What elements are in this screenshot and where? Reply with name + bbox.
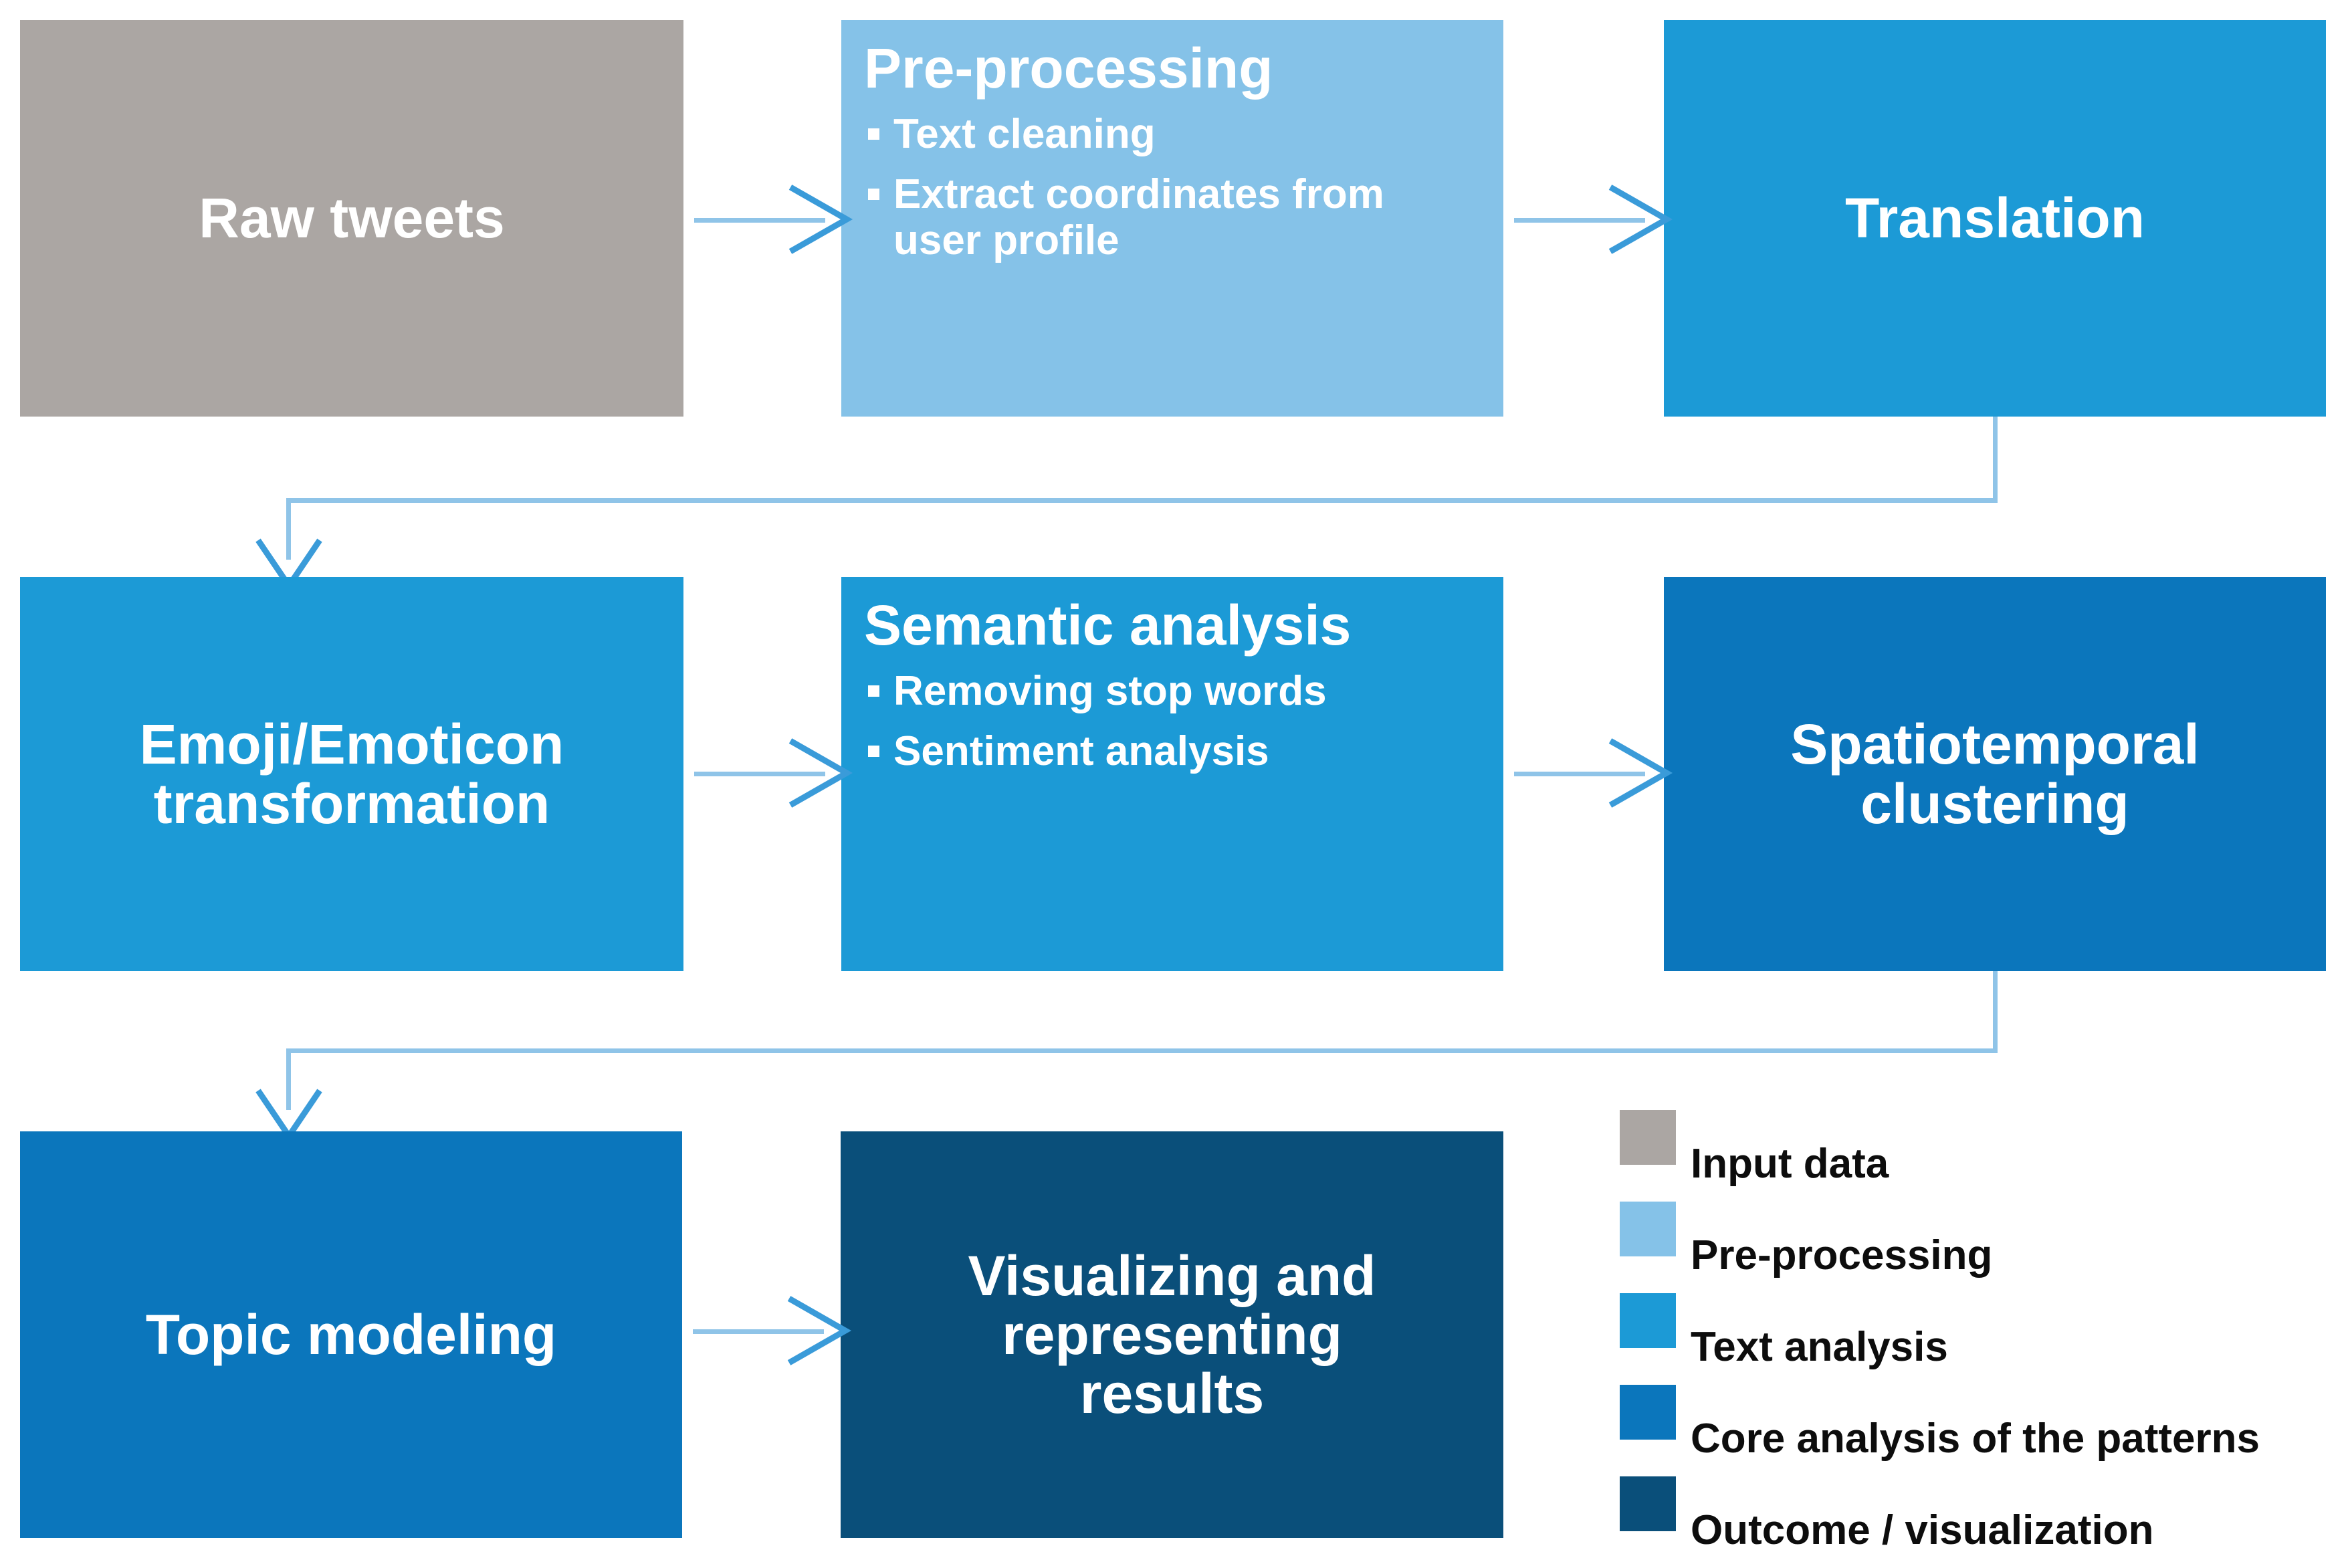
- node-spatiotemporal-clustering[interactable]: Spatiotemporal clustering: [1664, 577, 2326, 971]
- legend-label: Text analysis: [1691, 1324, 1948, 1370]
- list-item-label: Extract coordinates from user profile: [893, 171, 1384, 264]
- legend-label: Core analysis of the patterns: [1691, 1416, 2260, 1462]
- list-item-label: Sentiment analysis: [893, 727, 1269, 774]
- list-item: Sentiment analysis: [864, 728, 1481, 774]
- legend-swatch-core-analysis: [1620, 1385, 1676, 1440]
- square-bullet-icon: [868, 745, 879, 757]
- legend-label: Outcome / visualization: [1691, 1507, 2154, 1553]
- node-emoji-emoticon-transformation-label: Emoji/Emoticon transformation: [139, 713, 564, 835]
- node-translation-label: Translation: [1844, 187, 2145, 250]
- square-bullet-icon: [868, 128, 879, 140]
- square-bullet-icon: [868, 685, 879, 697]
- legend-label: Input data: [1691, 1141, 1889, 1187]
- arrowhead-right-icon: [788, 738, 853, 808]
- list-item: Extract coordinates from user profile: [864, 171, 1481, 264]
- node-emoji-emoticon-transformation[interactable]: Emoji/Emoticon transformation: [20, 577, 683, 971]
- legend-swatch-outcome: [1620, 1476, 1676, 1531]
- node-visualizing-results[interactable]: Visualizing and representing results: [841, 1131, 1503, 1538]
- legend-swatch-input-data: [1620, 1110, 1676, 1165]
- node-topic-modeling[interactable]: Topic modeling: [20, 1131, 682, 1538]
- node-semantic-analysis-bullets: Removing stop words Sentiment analysis: [864, 668, 1481, 774]
- legend-swatch-text-analysis: [1620, 1293, 1676, 1348]
- node-semantic-analysis[interactable]: Semantic analysis Removing stop words Se…: [841, 577, 1503, 971]
- node-raw-tweets-label: Raw tweets: [199, 187, 505, 250]
- node-pre-processing[interactable]: Pre-processing Text cleaning Extract coo…: [841, 20, 1503, 417]
- node-translation[interactable]: Translation: [1664, 20, 2326, 417]
- list-item: Text cleaning: [864, 111, 1481, 157]
- arrowhead-right-icon: [1608, 185, 1673, 254]
- node-semantic-analysis-label: Semantic analysis: [864, 594, 1352, 657]
- arrowhead-right-icon: [788, 185, 853, 254]
- legend-label: Pre-processing: [1691, 1232, 1993, 1278]
- arrowhead-right-icon: [787, 1296, 852, 1365]
- node-pre-processing-label: Pre-processing: [864, 37, 1273, 100]
- node-pre-processing-bullets: Text cleaning Extract coordinates from u…: [864, 111, 1481, 263]
- node-spatiotemporal-clustering-label: Spatiotemporal clustering: [1790, 713, 2200, 835]
- arrowhead-right-icon: [1608, 738, 1673, 808]
- node-raw-tweets[interactable]: Raw tweets: [20, 20, 683, 417]
- square-bullet-icon: [868, 188, 879, 200]
- list-item-label: Text cleaning: [893, 111, 1156, 158]
- list-item: Removing stop words: [864, 668, 1481, 714]
- node-visualizing-results-label: Visualizing and representing results: [968, 1244, 1376, 1426]
- node-topic-modeling-label: Topic modeling: [145, 1303, 557, 1366]
- list-item-label: Removing stop words: [893, 668, 1327, 715]
- legend-swatch-pre-processing: [1620, 1202, 1676, 1256]
